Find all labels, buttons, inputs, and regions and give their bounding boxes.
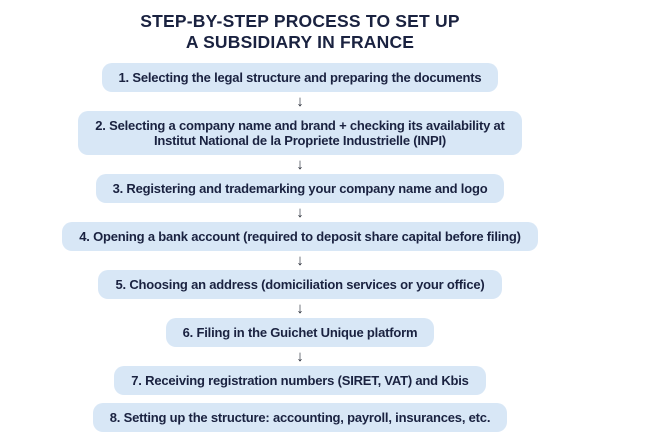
down-arrow-icon: ↓ (296, 252, 304, 269)
step-8-box: 8. Setting up the structure: accounting,… (92, 403, 508, 432)
page-title-line-2: A SUBSIDIARY IN FRANCE (185, 32, 415, 52)
step-2-label-line-2: Institut National de la Propriete Indust… (153, 133, 447, 148)
down-arrow-icon: ↓ (296, 204, 304, 221)
step-1-label: 1. Selecting the legal structure and pre… (118, 70, 482, 85)
down-arrow-icon: ↓ (296, 348, 304, 365)
step-5-label: 5. Choosing an address (domiciliation se… (115, 277, 485, 292)
step-1-box: 1. Selecting the legal structure and pre… (101, 63, 499, 92)
step-6-label: 6. Filing in the Guichet Unique platform (182, 325, 418, 340)
step-3-box: 3. Registering and trademarking your com… (95, 174, 505, 203)
step-4-box: 4. Opening a bank account (required to d… (62, 222, 538, 251)
step-2-box: 2. Selecting a company name and brand + … (78, 111, 522, 155)
page-title-line-1: STEP-BY-STEP PROCESS TO SET UP (140, 11, 460, 31)
process-flowchart: STEP-BY-STEP PROCESS TO SET UP A SUBSIDI… (62, 11, 538, 432)
step-7-box: 7. Receiving registration numbers (SIRET… (114, 366, 486, 395)
step-5-box: 5. Choosing an address (domiciliation se… (98, 270, 502, 299)
page-title: STEP-BY-STEP PROCESS TO SET UP A SUBSIDI… (140, 11, 459, 53)
step-6-box: 6. Filing in the Guichet Unique platform (165, 318, 435, 347)
step-2-label-line-1: 2. Selecting a company name and brand + … (95, 118, 505, 133)
down-arrow-icon: ↓ (296, 156, 304, 173)
down-arrow-icon: ↓ (296, 300, 304, 317)
step-8-label: 8. Setting up the structure: accounting,… (109, 410, 491, 425)
down-arrow-icon: ↓ (296, 93, 304, 110)
step-4-label: 4. Opening a bank account (required to d… (79, 229, 521, 244)
step-7-label: 7. Receiving registration numbers (SIRET… (131, 373, 469, 388)
step-3-label: 3. Registering and trademarking your com… (112, 181, 488, 196)
